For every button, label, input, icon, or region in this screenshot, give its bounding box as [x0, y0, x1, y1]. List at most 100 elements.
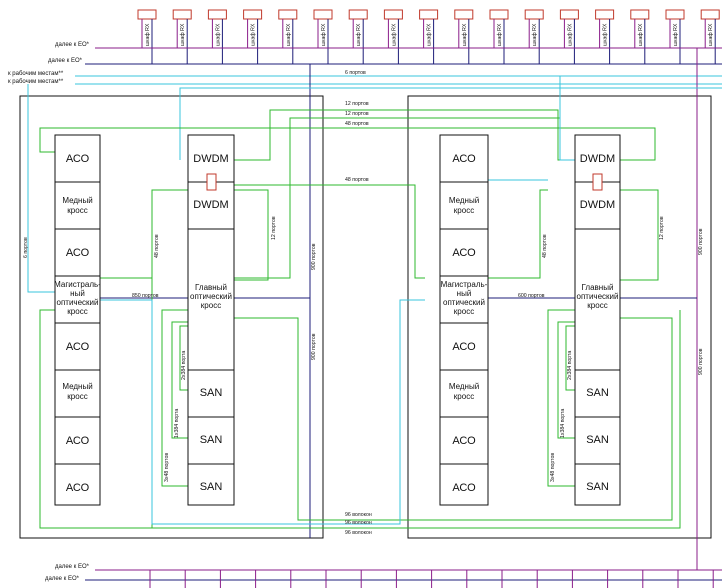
label-6-ports-left: 6 портов [23, 237, 29, 258]
left-aco-5: АСО [66, 482, 90, 494]
green-3x48-right [547, 309, 575, 487]
green-3x48-left [161, 309, 188, 487]
rack-cabinet-label: шкаф RX [356, 23, 362, 46]
rack-cabinet-box [524, 9, 544, 20]
cyan-96-b [100, 299, 425, 525]
right-san-3: SAN [586, 481, 609, 493]
label-600-ports: 600 портов [518, 293, 545, 299]
rack-cabinet-box [700, 9, 720, 20]
green-12-left-loop [234, 189, 269, 281]
rack-cabinet-box [630, 9, 650, 20]
green-48-left [100, 189, 188, 279]
rack-cabinet-box [207, 9, 227, 20]
right-equipment-frame [574, 134, 621, 506]
cyan-right-dwdm [559, 76, 575, 161]
top-workplace-label-2: к рабочим местам** [8, 79, 64, 85]
bottom-eo-label-1: далее к ЕО* [55, 564, 90, 570]
label-48-ports-top: 48 портов [345, 121, 369, 127]
green-48-mid [222, 184, 425, 279]
left-aco-4: АСО [66, 435, 90, 447]
right-aco-5: АСО [452, 482, 476, 494]
label-900-ports-right-a: 900 портов [698, 228, 704, 255]
rack-cabinet-box [383, 9, 403, 20]
label-1x384-right: 1х384 порта [560, 409, 566, 438]
rack-cabinet-label: шкаф RX [321, 23, 327, 46]
rack-cabinet-box [454, 9, 474, 20]
label-96-fibers-c: 96 волокон [345, 530, 372, 536]
left-column-frame [54, 134, 101, 506]
rack-cabinet-label: шкаф RX [603, 23, 609, 46]
rack-cabinet-label: шкаф RX [251, 23, 257, 46]
rack-cabinet-label: шкаф RX [286, 23, 292, 46]
left-san-1: SAN [200, 387, 223, 399]
label-48-ports-mid: 48 портов [345, 177, 369, 183]
green-12-right-loop [620, 189, 659, 281]
label-900-ports-center-a: 900 портов [311, 243, 317, 270]
left-6port-cyan [27, 84, 55, 293]
label-850-ports: 850 портов [132, 293, 159, 299]
rack-cabinet-label: шкаф RX [532, 23, 538, 46]
rack-cabinet-box [559, 9, 579, 20]
left-dwdm-1: DWDM [193, 153, 228, 165]
rack-cabinet-box [313, 9, 333, 20]
rack-cabinet-label: шкаф RX [427, 23, 433, 46]
right-dwdm-1: DWDM [580, 153, 615, 165]
green-1x384-right [557, 321, 575, 439]
label-3x48-left: 3х48 портов [164, 453, 170, 482]
label-96-fibers-a: 96 волокон [345, 512, 372, 518]
rack-cabinet-box [243, 9, 263, 20]
rack-cabinet-label: шкаф RX [708, 23, 714, 46]
right-column-frame [439, 134, 489, 506]
label-12-ports-b: 12 портов [345, 111, 369, 117]
green-2x384-right [565, 325, 575, 391]
green-48-right [488, 189, 548, 279]
rack-cabinet-label: шкаф RX [638, 23, 644, 46]
rack-cabinet-label: шкаф RX [180, 23, 186, 46]
bottom-eo-label-2: далее к ЕО* [45, 576, 80, 582]
rack-cabinet-label: шкаф RX [145, 23, 151, 46]
left-aco-2: АСО [66, 247, 90, 259]
right-aco-3: АСО [452, 341, 476, 353]
right-aco-2: АСО [452, 247, 476, 259]
rack-cabinet-box [665, 9, 685, 20]
rack-cabinet-label: шкаф RX [497, 23, 503, 46]
right-dwdm-connector [592, 173, 603, 191]
label-96-fibers-b: 96 волокон [345, 520, 372, 526]
rack-cabinet-box [278, 9, 298, 20]
top-eo-label-2: далее к ЕО* [48, 58, 83, 64]
green-12-b [234, 117, 560, 279]
right-san-2: SAN [586, 434, 609, 446]
rack-cabinet-box [489, 9, 509, 20]
green-96-a [234, 317, 673, 521]
rack-cabinet-label: шкаф RX [391, 23, 397, 46]
left-dwdm-connector [206, 173, 217, 191]
right-san-1: SAN [586, 387, 609, 399]
label-12-ports-right: 12 портов [659, 216, 665, 240]
green-1x384-left [171, 321, 188, 439]
bottom-rack-ticks [149, 570, 714, 588]
rack-cabinet-label: шкаф RX [462, 23, 468, 46]
right-aco-1: АСО [452, 153, 476, 165]
label-3x48-right: 3х48 портов [550, 453, 556, 482]
top-rack-row: шкаф RX шкаф RX шкаф RX шкаф RX шкаф RX шкаф … [137, 9, 720, 64]
left-dwdm-cyan [179, 87, 722, 160]
rack-cabinet-label: шкаф RX [673, 23, 679, 46]
top-workplace-label-1: к рабочим местам** [8, 71, 64, 77]
label-48-ports-left: 48 портов [154, 234, 160, 258]
left-san-3: SAN [200, 481, 223, 493]
right-aco-4: АСО [452, 435, 476, 447]
label-6-ports-top: 6 портов [345, 70, 366, 76]
left-aco-3: АСО [66, 341, 90, 353]
rack-cabinet-box [419, 9, 439, 20]
green-2x384-left [179, 325, 188, 391]
rack-cabinet-box [172, 9, 192, 20]
